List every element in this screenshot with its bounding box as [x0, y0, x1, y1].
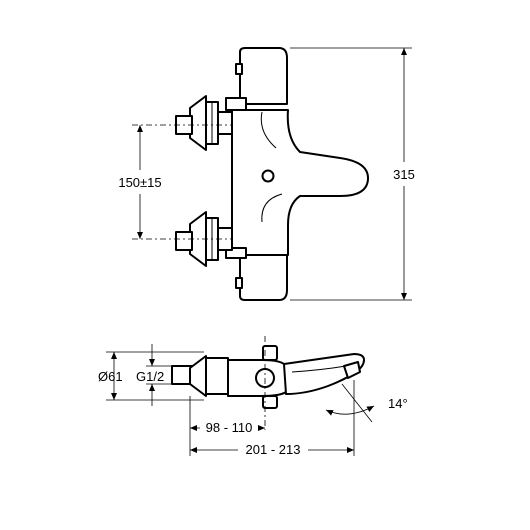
spout-angle-ray — [341, 383, 373, 423]
bottom-head-base — [225, 247, 247, 259]
depth-axis-label-bg — [200, 419, 258, 436]
spout-outlet — [343, 361, 361, 379]
thread-label: G1/2 — [136, 369, 164, 384]
bottom-head-tab — [235, 277, 243, 289]
body-contour-lower — [261, 193, 283, 223]
top-head-tab — [235, 63, 243, 75]
diameter-label: Ø61 — [98, 369, 123, 384]
body-contour-upper — [260, 111, 277, 149]
upper-inlet — [175, 95, 233, 151]
depth-axis-label: 98 - 110 — [206, 420, 253, 435]
spout-angle-label: 14° — [388, 396, 408, 411]
bottom-control-head — [239, 254, 288, 301]
side-inlet-eccentric — [189, 355, 207, 397]
spout-contour — [291, 365, 347, 373]
inlet-spacing-label: 150±15 — [118, 175, 161, 190]
mixer-body — [231, 109, 369, 256]
depth-total-label-bg — [238, 441, 308, 458]
front-view: 150±15 315 — [118, 47, 415, 301]
side-inlet-nut — [205, 357, 229, 395]
height-total-label: 315 — [393, 167, 415, 182]
diverter-knob — [261, 169, 275, 183]
side-knob-top — [262, 345, 278, 361]
side-view: Ø61 G1/2 98 - 110 201 - 213 14° — [98, 336, 408, 458]
spout-angle-arc — [325, 405, 375, 416]
depth-total-label: 201 - 213 — [246, 442, 301, 457]
side-knob-bottom — [262, 395, 278, 409]
top-control-head — [239, 47, 288, 105]
top-head-base — [225, 97, 247, 111]
